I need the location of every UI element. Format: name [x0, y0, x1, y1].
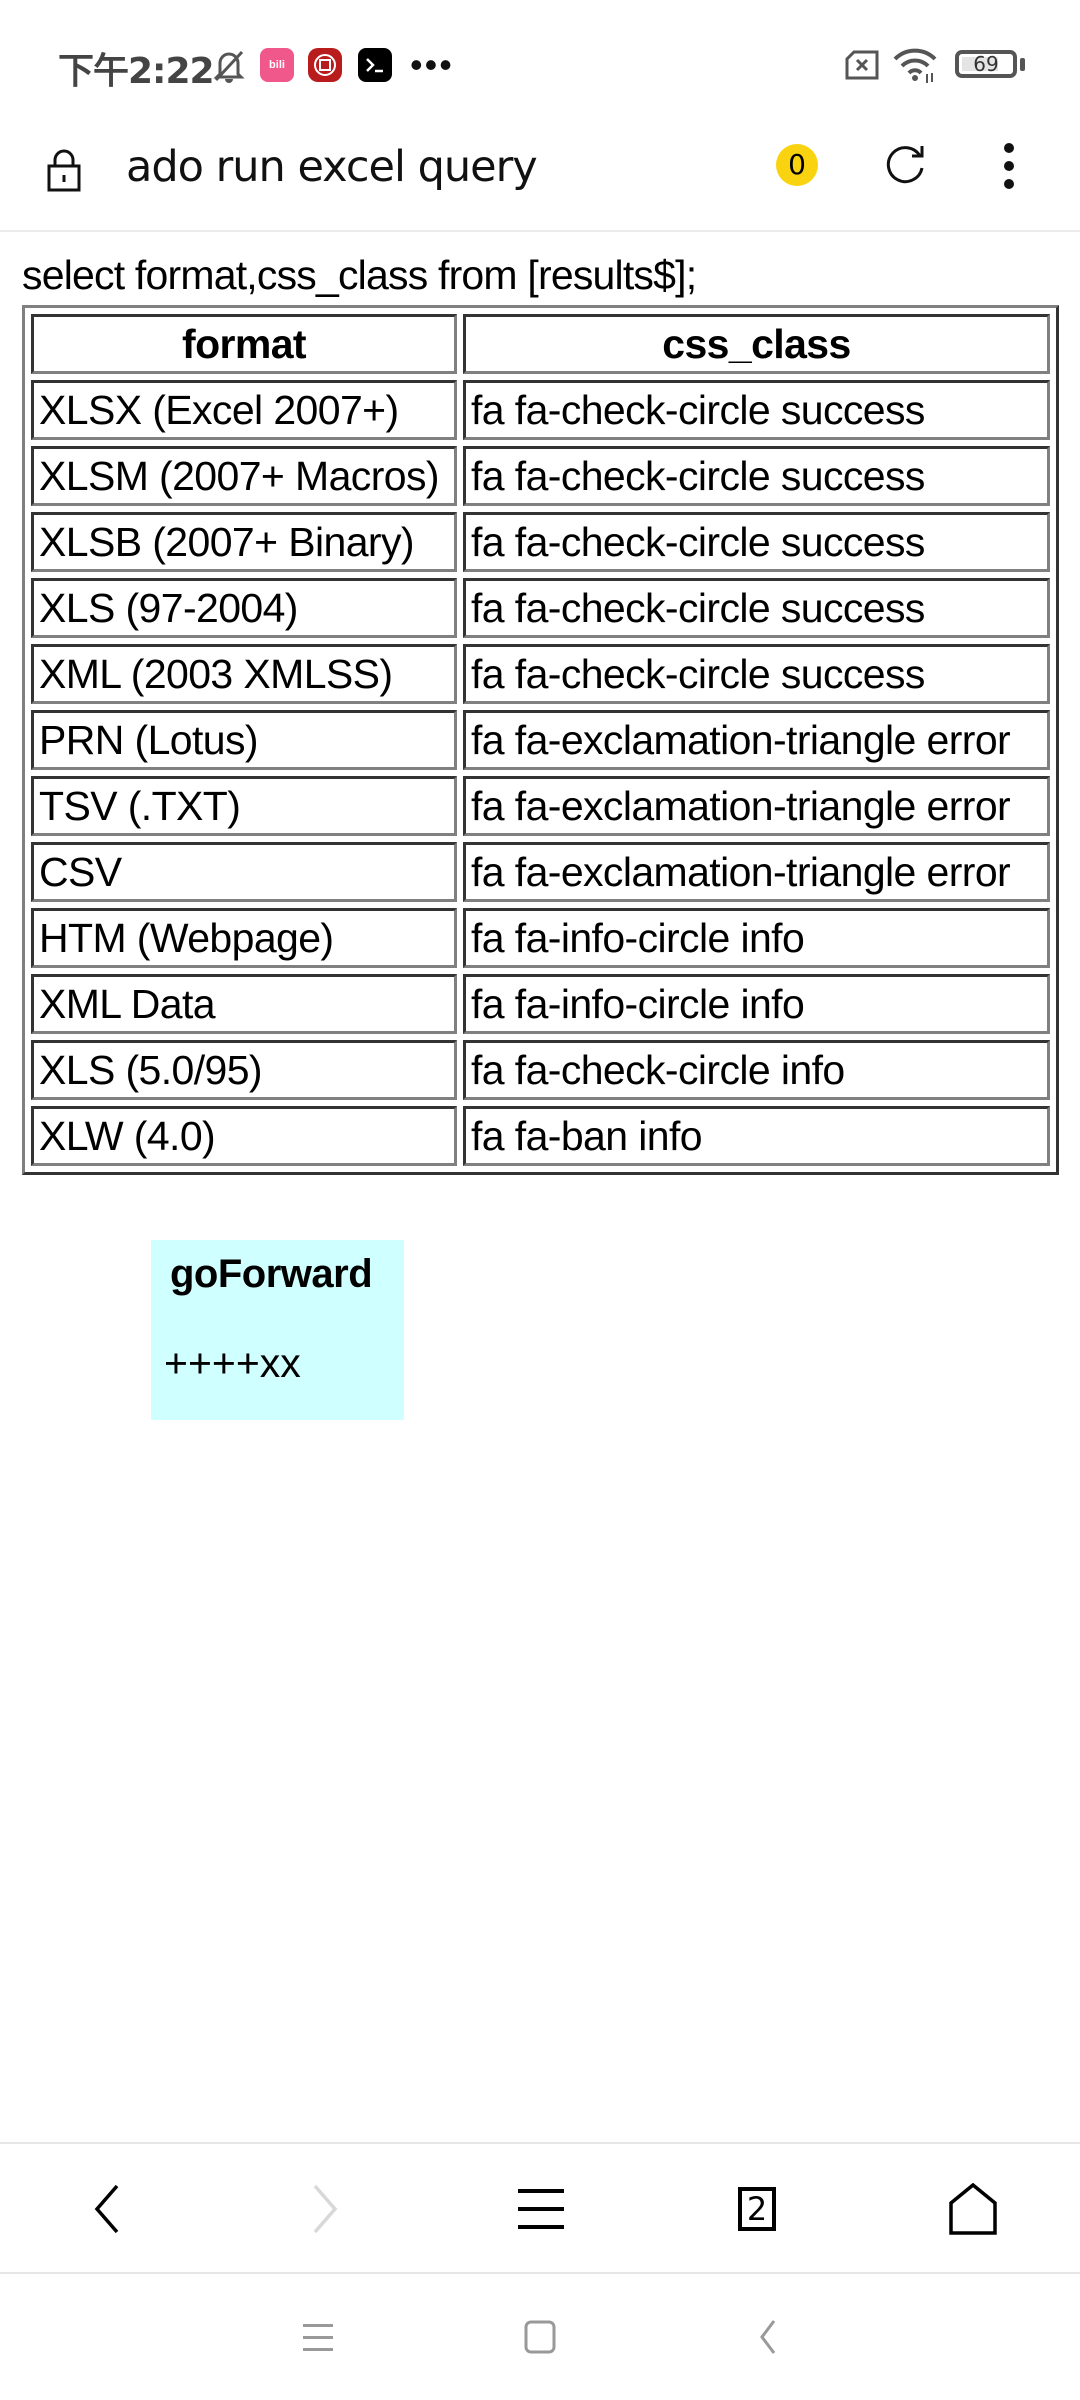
back-icon: [94, 2184, 119, 2234]
browser-address-bar: ado run excel query 0: [0, 120, 1080, 232]
battery-tip: [1020, 58, 1025, 71]
ad-block-count-badge[interactable]: 0: [776, 144, 818, 186]
table-row: XML (2003 XMLSS) fa fa-check-circle succ…: [31, 644, 1050, 704]
cell-format: XML Data: [31, 974, 457, 1034]
browser-bottom-bar: 2: [0, 2142, 1080, 2274]
home-icon: [949, 2183, 997, 2235]
cell-css-class: fa fa-check-circle success: [463, 380, 1050, 440]
table-row: XLS (5.0/95) fa fa-check-circle info: [31, 1040, 1050, 1100]
cell-css-class: fa fa-check-circle info: [463, 1040, 1050, 1100]
cell-css-class: fa fa-check-circle success: [463, 512, 1050, 572]
table-row: XLS (97-2004) fa fa-check-circle success: [31, 578, 1050, 638]
tabs-button[interactable]: 2: [722, 2174, 792, 2244]
cell-css-class: fa fa-exclamation-triangle error: [463, 842, 1050, 902]
sql-query-text: select format,css_class from [results$];: [22, 252, 697, 298]
back-triangle-icon: [760, 2320, 776, 2354]
table-row: XML Data fa fa-info-circle info: [31, 974, 1050, 1034]
table-row: HTM (Webpage) fa fa-info-circle info: [31, 908, 1050, 968]
table-header-row: format css_class: [31, 314, 1050, 374]
column-header-format: format: [31, 314, 457, 374]
cell-format: XLSB (2007+ Binary): [31, 512, 457, 572]
cell-format: PRN (Lotus): [31, 710, 457, 770]
recents-button[interactable]: [293, 2312, 343, 2362]
recents-icon: [303, 2324, 333, 2351]
bilibili-app-icon: bili: [260, 48, 294, 82]
overlay-title: goForward: [170, 1252, 373, 1296]
forward-button[interactable]: [290, 2174, 360, 2244]
system-back-button[interactable]: [743, 2312, 793, 2362]
cell-format: TSV (.TXT): [31, 776, 457, 836]
cell-css-class: fa fa-check-circle success: [463, 644, 1050, 704]
cell-css-class: fa fa-info-circle info: [463, 974, 1050, 1034]
no-sim-icon: [844, 50, 880, 85]
cell-format: XLW (4.0): [31, 1106, 457, 1166]
overlay-subtitle: ++++xx: [164, 1340, 301, 1386]
home-square-icon: [524, 2320, 556, 2354]
reload-icon[interactable]: [882, 142, 928, 193]
more-menu-icon[interactable]: [1002, 142, 1016, 197]
table-row: XLW (4.0) fa fa-ban info: [31, 1106, 1050, 1166]
wifi-icon: [892, 46, 938, 89]
column-header-css-class: css_class: [463, 314, 1050, 374]
cell-css-class: fa fa-info-circle info: [463, 908, 1050, 968]
table-row: TSV (.TXT) fa fa-exclamation-triangle er…: [31, 776, 1050, 836]
back-button[interactable]: [72, 2174, 142, 2244]
cell-format: XLSM (2007+ Macros): [31, 446, 457, 506]
forward-icon: [313, 2184, 338, 2234]
cell-format: XLSX (Excel 2007+): [31, 380, 457, 440]
bank-app-icon: [308, 48, 342, 82]
status-time: 下午2:22: [58, 51, 215, 92]
system-navigation-bar: [0, 2272, 1080, 2400]
cell-css-class: fa fa-exclamation-triangle error: [463, 776, 1050, 836]
table-row: XLSM (2007+ Macros) fa fa-check-circle s…: [31, 446, 1050, 506]
lock-icon[interactable]: [46, 148, 82, 197]
cell-css-class: fa fa-ban info: [463, 1106, 1050, 1166]
cell-format: XLS (97-2004): [31, 578, 457, 638]
home-button[interactable]: [938, 2174, 1008, 2244]
table-row: CSV fa fa-exclamation-triangle error: [31, 842, 1050, 902]
battery-indicator: 69: [955, 50, 1017, 78]
cell-css-class: fa fa-exclamation-triangle error: [463, 710, 1050, 770]
cell-format: CSV: [31, 842, 457, 902]
page-title[interactable]: ado run excel query: [126, 142, 538, 192]
table-row: XLSX (Excel 2007+) fa fa-check-circle su…: [31, 380, 1050, 440]
cell-format: HTM (Webpage): [31, 908, 457, 968]
status-bar: 下午2:22 bili ••• 69: [0, 0, 1080, 130]
terminal-app-icon: [358, 48, 392, 82]
table-row: PRN (Lotus) fa fa-exclamation-triangle e…: [31, 710, 1050, 770]
system-home-button[interactable]: [515, 2312, 565, 2362]
cell-css-class: fa fa-check-circle success: [463, 446, 1050, 506]
tab-count: 2: [738, 2187, 776, 2231]
more-notifications-icon: •••: [410, 44, 454, 85]
gesture-overlay-panel: [151, 1240, 404, 1420]
table-row: XLSB (2007+ Binary) fa fa-check-circle s…: [31, 512, 1050, 572]
menu-button[interactable]: [506, 2174, 576, 2244]
cell-format: XLS (5.0/95): [31, 1040, 457, 1100]
mute-bell-icon: [212, 48, 246, 89]
cell-css-class: fa fa-check-circle success: [463, 578, 1050, 638]
menu-icon: [518, 2189, 564, 2229]
results-table: format css_class XLSX (Excel 2007+) fa f…: [22, 305, 1059, 1175]
cell-format: XML (2003 XMLSS): [31, 644, 457, 704]
